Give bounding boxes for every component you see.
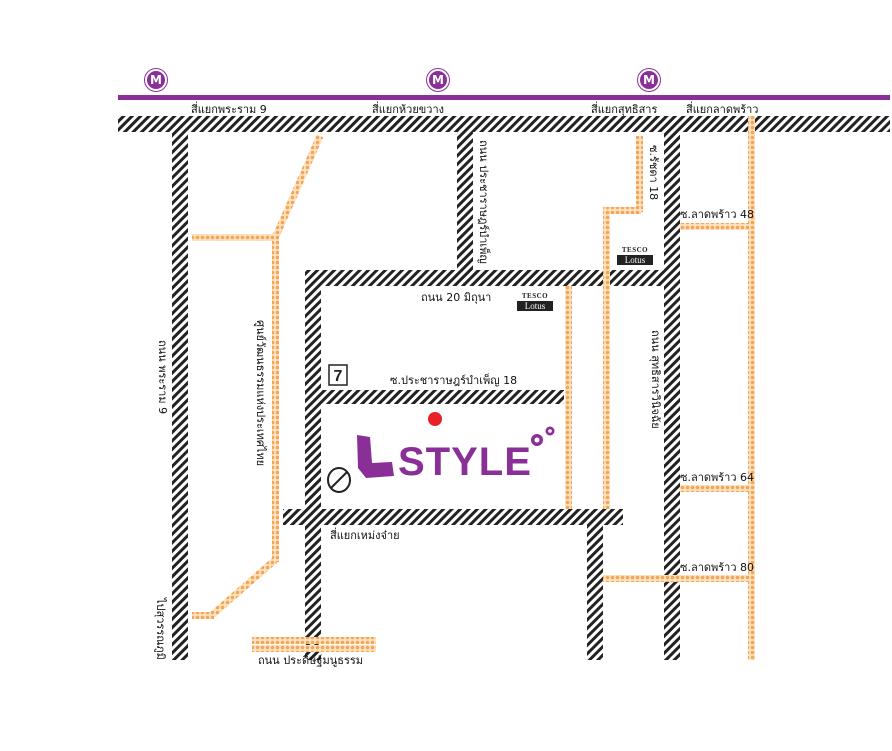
metro-line	[118, 95, 890, 100]
label-pracharat-soi18: ซ.ประชาราษฎร์บำเพ็ญ 18	[390, 374, 518, 387]
road-culture-diagonal-top	[272, 134, 324, 238]
road-culture-vertical	[272, 234, 279, 562]
brand-logo-l	[357, 435, 394, 478]
minor-roads	[192, 116, 755, 660]
road-pradit-manutham	[252, 637, 376, 644]
label-ladprao64: ซ.ลาดพร้าว 64	[680, 471, 755, 484]
label-to-suvarnabhumi: ไปสุวรรณภูมิ	[154, 598, 167, 660]
tesco-lotus-icon-middle: TESCO Lotus	[517, 292, 553, 316]
road-mengjai	[283, 509, 623, 525]
label-suthisan-junction: สี่แยกสุทธิสาร	[591, 103, 658, 116]
label-pradit-manutham-road: ถนน ประดิษฐ์มนูธรรม	[258, 654, 364, 667]
label-huaikhwang-junction: สี่แยกห้วยขวาง	[372, 103, 445, 116]
road-sutthisan-vertical	[664, 116, 680, 660]
label-ladprao48: ซ.ลาดพร้าว 48	[680, 208, 755, 221]
label-ladprao-junction: สี่แยกลาดพร้าว	[686, 103, 759, 116]
brand-name: STYLE	[398, 440, 532, 484]
road-inner-vertical-2	[565, 286, 572, 509]
seven-eleven-icon: 7	[328, 364, 348, 386]
metro-icon-huaikhwang[interactable]: M	[427, 69, 449, 91]
road-culture-horizontal	[192, 234, 276, 241]
road-ladprao-vertical	[748, 116, 755, 660]
tesco-lotus-icon-top: TESCO Lotus	[617, 246, 653, 270]
road-lower-vertical	[587, 509, 603, 660]
label-ratchada18: ซ.รัชดา 18	[647, 145, 660, 201]
label-ladprao80: ซ.ลาดพร้าว 80	[680, 561, 755, 574]
road-rama9-vertical	[172, 116, 188, 660]
gear-icon	[531, 426, 555, 446]
gas-station-icon	[327, 467, 351, 493]
road-culture-diagonal-bottom	[209, 557, 278, 618]
main-roads	[118, 116, 890, 660]
road-ratchada18-b	[603, 207, 641, 214]
road-left-inner-vertical	[305, 270, 321, 660]
road-ladprao80	[603, 575, 748, 582]
road-rama9-top	[118, 116, 890, 132]
label-pracharat-road: ถนน ประชาราษฎร์บำเพ็ญ	[477, 140, 490, 264]
svg-text:7: 7	[334, 368, 343, 385]
label-mengjai-junction: สี่แยกเหม่งจ๋าย	[330, 529, 400, 542]
road-suvarnabhumi-spur	[192, 612, 214, 619]
label-rama9-junction: สี่แยกพระราม 9	[191, 103, 267, 116]
label-rama9-road: ถนน พระราม 9	[156, 340, 169, 415]
road-pracharat-vertical	[457, 116, 473, 284]
location-marker[interactable]	[428, 412, 442, 426]
metro-icon-rama9[interactable]: M	[145, 69, 167, 91]
road-ladprao48	[680, 223, 748, 230]
metro-icon-suthisan[interactable]: M	[638, 69, 660, 91]
road-ladprao64	[680, 485, 748, 492]
road-pradit-manutham-2	[252, 645, 376, 652]
road-soi18	[320, 390, 564, 404]
label-thai-cultural-centre: ศูนย์วัฒนธรรมแห่งประเทศไทย	[254, 320, 267, 467]
road-inner-vertical-1	[603, 207, 610, 509]
label-sutthisan-road: ถนน สุทธิสารวินิจฉัย	[649, 330, 662, 429]
road-ratchada18-a	[636, 136, 643, 212]
road-20mithuna	[305, 270, 667, 286]
label-20mithuna-road: ถนน 20 มิถุนา	[421, 291, 492, 304]
